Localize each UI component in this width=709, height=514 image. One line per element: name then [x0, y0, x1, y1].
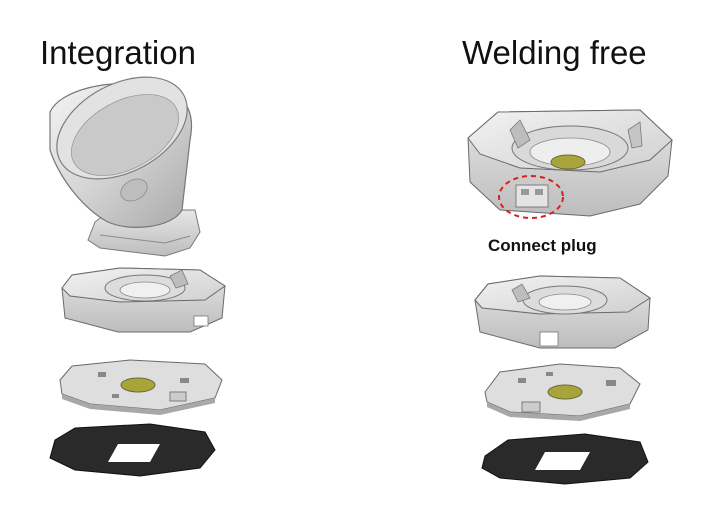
integration-title: Integration	[40, 34, 196, 71]
connect-plug-label: Connect plug	[488, 236, 597, 255]
led-holder-right	[474, 275, 651, 349]
pcb-board-right	[484, 363, 641, 421]
led-holder-left	[61, 267, 226, 333]
holder-with-connector-part	[467, 109, 673, 219]
welding-free-title: Welding free	[462, 34, 647, 71]
thermal-pad-left	[49, 423, 216, 477]
pcb-board-left	[59, 359, 223, 415]
thermal-pad-right	[481, 433, 649, 485]
connector-highlight-circle	[498, 175, 564, 219]
reflector-part	[49, 76, 201, 257]
